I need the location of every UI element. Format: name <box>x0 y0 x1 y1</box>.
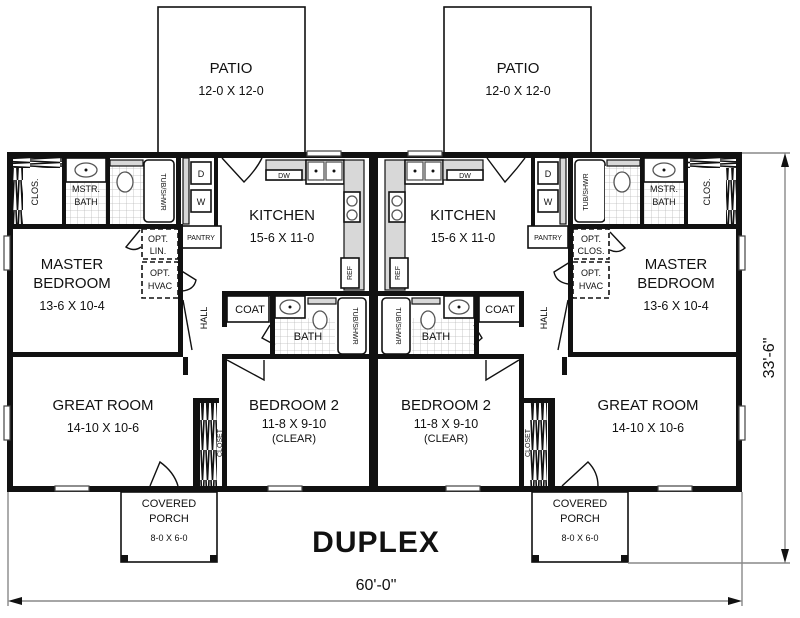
master-bedroom-left-label-1: MASTER <box>41 256 104 273</box>
washer-right-label: W <box>544 197 553 207</box>
porch-left-size: 8-0 X 6-0 <box>150 533 187 543</box>
depth-dimension-label: 33'-6" <box>761 338 778 379</box>
master-bath-left-label-1: MSTR. <box>72 184 100 194</box>
opt-hvac-right-2: HVAC <box>579 281 604 291</box>
patio-left-size: 12-0 X 12-0 <box>198 84 263 98</box>
dryer-left-label: D <box>198 169 205 179</box>
coat-right-label: COAT <box>485 304 515 316</box>
width-dimension: 60'-0" <box>7 492 743 606</box>
kitchen-left-size: 15-6 X 11-0 <box>250 231 314 245</box>
porch-right-label-1: COVERED <box>553 498 607 510</box>
master-closet-right-label: CLOS. <box>702 178 712 205</box>
width-dimension-label: 60'-0" <box>356 577 397 594</box>
master-bath-right-label-1: MSTR. <box>650 184 678 194</box>
porch-left-label-1: COVERED <box>142 498 196 510</box>
windows <box>3 150 746 492</box>
hall-right-label: HALL <box>539 307 549 330</box>
bedroom2-right-label: BEDROOM 2 <box>401 397 491 414</box>
dishwasher-right-label: DW <box>459 173 471 180</box>
arrow-up-icon <box>781 153 789 167</box>
arrow-down-icon <box>781 549 789 563</box>
patio-left-label: PATIO <box>210 60 253 77</box>
great-room-right-label: GREAT ROOM <box>597 397 698 414</box>
patio-right: PATIO 12-0 X 12-0 <box>443 6 592 155</box>
master-bedroom-left-label-2: BEDROOM <box>33 275 111 292</box>
dishwasher-left-label: DW <box>278 173 290 180</box>
exterior-walls <box>7 152 742 492</box>
plan-title: DUPLEX <box>312 526 440 559</box>
arrow-left-icon <box>8 597 22 605</box>
kitchen-left-label: KITCHEN <box>249 207 315 224</box>
tub-shower-master-right-label: TUB/SHWR <box>583 173 590 210</box>
closet-left-label: CLOSET <box>217 428 224 457</box>
unit-right: REF DW KITCHEN 15-6 X 11-0 D W PANTRY TU… <box>378 157 738 563</box>
opt-closet-right-2: CLOS. <box>577 246 604 256</box>
bath-left-label: BATH <box>294 331 323 343</box>
tub-shower-bath-right-label: TUB/SHWR <box>394 307 401 344</box>
master-bath-right-label-2: BATH <box>652 197 675 207</box>
master-bedroom-right-label-2: BEDROOM <box>637 275 715 292</box>
kitchen-right-label: KITCHEN <box>430 207 496 224</box>
master-closet-left-label: CLOS. <box>30 178 40 205</box>
opt-linen-left-2: LIN. <box>150 246 167 256</box>
patio-left: PATIO 12-0 X 12-0 <box>157 6 306 155</box>
dryer-right-label: D <box>545 169 552 179</box>
washer-left-label: W <box>197 197 206 207</box>
refrigerator-right-label: REF <box>395 266 402 280</box>
master-bedroom-right-size: 13-6 X 10-4 <box>643 299 708 313</box>
coat-left-label: COAT <box>235 304 265 316</box>
arrow-right-icon <box>728 597 742 605</box>
patio-right-label: PATIO <box>497 60 540 77</box>
porch-right-size: 8-0 X 6-0 <box>561 533 598 543</box>
opt-hvac-left-2: HVAC <box>148 281 173 291</box>
porch-right-label-2: PORCH <box>560 513 600 525</box>
bedroom2-right-size: 11-8 X 9-10 <box>414 417 478 431</box>
refrigerator-left-label: REF <box>347 266 354 280</box>
depth-dimension: 33'-6" <box>628 152 790 564</box>
pantry-right-label: PANTRY <box>534 235 562 242</box>
master-bedroom-right-label-1: MASTER <box>645 256 708 273</box>
master-bath-left-label-2: BATH <box>74 197 97 207</box>
pantry-left-label: PANTRY <box>187 235 215 242</box>
hall-left-label: HALL <box>199 307 209 330</box>
master-bedroom-left-size: 13-6 X 10-4 <box>39 299 104 313</box>
bedroom2-left-label: BEDROOM 2 <box>249 397 339 414</box>
opt-hvac-left-1: OPT. <box>150 268 170 278</box>
bedroom2-left-size: 11-8 X 9-10 <box>262 417 326 431</box>
tub-shower-bath-left-label: TUB/SHWR <box>351 307 358 344</box>
opt-linen-left-1: OPT. <box>148 234 168 244</box>
unit-left: CLOS. MSTR. BATH TUB/SHWR D W PANTRY OPT… <box>13 157 370 563</box>
great-room-right-size: 14-10 X 10-6 <box>612 421 684 435</box>
bedroom2-left-note: (CLEAR) <box>272 433 316 445</box>
great-room-left-label: GREAT ROOM <box>52 397 153 414</box>
patio-right-size: 12-0 X 12-0 <box>485 84 550 98</box>
opt-closet-right-1: OPT. <box>581 234 601 244</box>
porch-left-label-2: PORCH <box>149 513 189 525</box>
opt-hvac-right-1: OPT. <box>581 268 601 278</box>
bedroom2-right-note: (CLEAR) <box>424 433 468 445</box>
great-room-left-size: 14-10 X 10-6 <box>67 421 139 435</box>
kitchen-right-size: 15-6 X 11-0 <box>431 231 495 245</box>
tub-shower-master-left-label: TUB/SHWR <box>159 173 166 210</box>
closet-right-label: CLOSET <box>525 428 532 457</box>
bath-right-label: BATH <box>422 331 451 343</box>
